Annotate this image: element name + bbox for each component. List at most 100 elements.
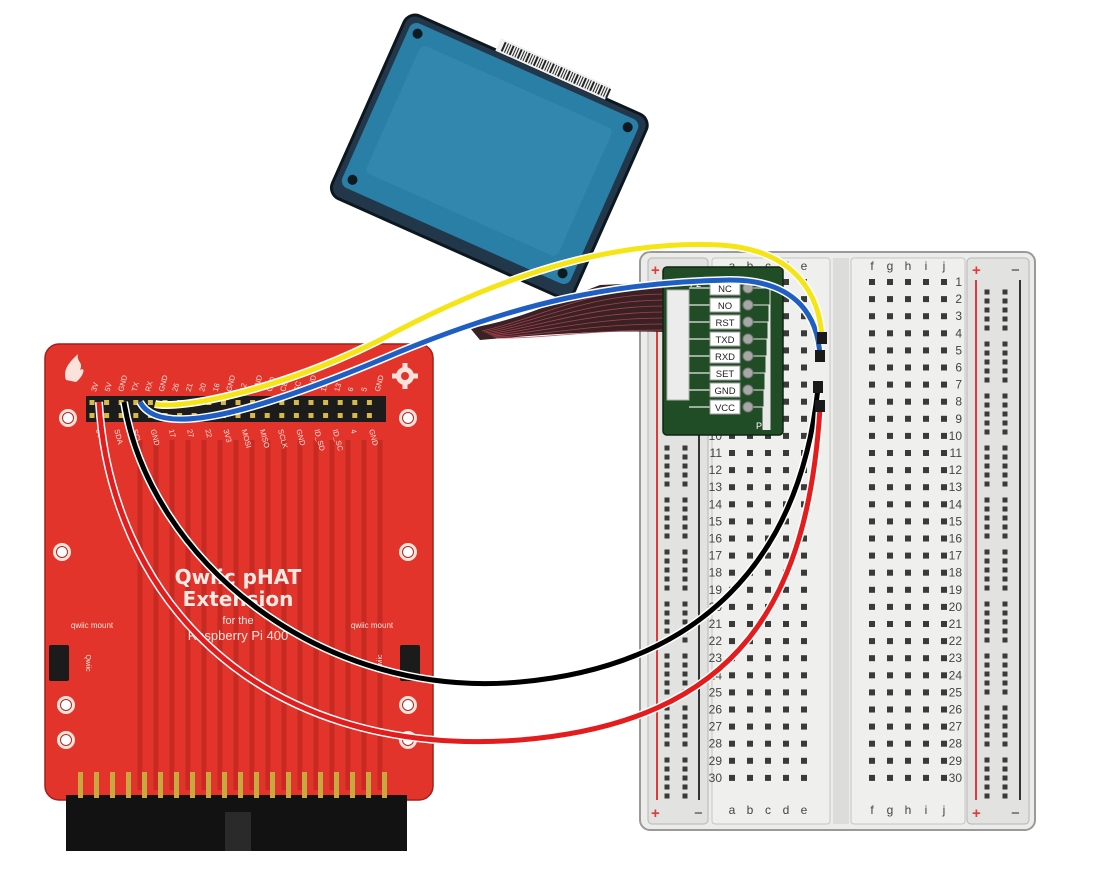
rail-hole[interactable] (984, 429, 990, 435)
breadboard-hole[interactable] (801, 586, 807, 593)
breadboard-hole[interactable] (887, 484, 893, 491)
rail-hole[interactable] (1002, 445, 1008, 451)
breadboard-hole[interactable] (801, 774, 807, 781)
breakout-pin-pad[interactable] (742, 299, 754, 311)
rail-hole[interactable] (664, 576, 670, 582)
breadboard-hole[interactable] (941, 672, 947, 679)
breadboard-hole[interactable] (941, 689, 947, 696)
breadboard-hole[interactable] (729, 757, 735, 764)
rail-hole[interactable] (664, 481, 670, 487)
rail-hole[interactable] (984, 741, 990, 747)
rail-hole[interactable] (682, 481, 688, 487)
rail-hole[interactable] (664, 585, 670, 591)
rail-hole[interactable] (984, 368, 990, 374)
breadboard-hole[interactable] (801, 364, 807, 371)
rail-hole[interactable] (664, 714, 670, 720)
breadboard-hole[interactable] (869, 484, 875, 491)
breadboard-hole[interactable] (783, 330, 789, 337)
breadboard-hole[interactable] (729, 621, 735, 627)
rail-hole[interactable] (984, 350, 990, 356)
header-pin[interactable] (133, 413, 139, 418)
rail-hole[interactable] (984, 316, 990, 322)
rail-hole[interactable] (664, 515, 670, 521)
breadboard-hole[interactable] (905, 484, 911, 491)
breadboard-hole[interactable] (869, 655, 875, 662)
breadboard-hole[interactable] (783, 621, 789, 627)
breadboard-hole[interactable] (905, 432, 911, 439)
breadboard-hole[interactable] (905, 621, 911, 627)
rail-hole[interactable] (682, 472, 688, 478)
rail-hole[interactable] (984, 723, 990, 729)
rail-hole[interactable] (984, 714, 990, 720)
breadboard-hole[interactable] (747, 450, 753, 456)
rail-hole[interactable] (1002, 420, 1008, 426)
rail-hole[interactable] (664, 741, 670, 747)
breadboard-hole[interactable] (747, 774, 753, 781)
rail-hole[interactable] (664, 775, 670, 781)
breadboard-hole[interactable] (869, 450, 875, 456)
breadboard-hole[interactable] (905, 450, 911, 456)
header-pin[interactable] (220, 400, 226, 405)
breakout-pin-pad[interactable] (742, 316, 754, 328)
breadboard-hole[interactable] (747, 621, 753, 627)
header-pin[interactable] (104, 413, 110, 418)
breadboard-hole[interactable] (869, 313, 875, 320)
breadboard-hole[interactable] (887, 296, 893, 303)
rail-hole[interactable] (1002, 601, 1008, 607)
rail-hole[interactable] (984, 567, 990, 573)
breadboard-hole[interactable] (783, 518, 789, 525)
breadboard-hole[interactable] (869, 740, 875, 747)
breadboard-hole[interactable] (941, 655, 947, 662)
rail-hole[interactable] (1002, 393, 1008, 399)
breadboard-hole[interactable] (765, 638, 771, 645)
rail-hole[interactable] (984, 289, 990, 295)
breadboard-hole[interactable] (747, 723, 753, 730)
breadboard-hole[interactable] (923, 586, 929, 593)
breadboard-hole[interactable] (747, 603, 753, 610)
rail-hole[interactable] (984, 506, 990, 512)
breadboard-hole[interactable] (783, 757, 789, 764)
breadboard-hole[interactable] (783, 364, 789, 371)
breadboard-hole[interactable] (923, 672, 929, 679)
rail-hole[interactable] (1002, 411, 1008, 417)
rail-hole[interactable] (1002, 506, 1008, 512)
breadboard-hole[interactable] (887, 774, 893, 781)
rail-hole[interactable] (1002, 307, 1008, 313)
wire-yellow[interactable] (154, 242, 825, 408)
rail-hole[interactable] (1002, 316, 1008, 322)
header-pin[interactable] (366, 413, 372, 418)
rail-hole[interactable] (1002, 497, 1008, 503)
rail-hole[interactable] (682, 463, 688, 469)
breadboard-hole[interactable] (729, 518, 735, 525)
breadboard-hole[interactable] (765, 740, 771, 747)
rail-hole[interactable] (664, 784, 670, 790)
rail-hole[interactable] (664, 472, 670, 478)
breakout-pin-pad[interactable] (742, 384, 754, 396)
breadboard-hole[interactable] (887, 518, 893, 525)
rail-hole[interactable] (664, 549, 670, 555)
breadboard-hole[interactable] (941, 432, 947, 439)
breadboard-hole[interactable] (801, 672, 807, 679)
breadboard-hole[interactable] (801, 313, 807, 320)
rail-hole[interactable] (1002, 481, 1008, 487)
breadboard-hole[interactable] (729, 484, 735, 491)
rail-hole[interactable] (664, 757, 670, 763)
rail-hole[interactable] (682, 497, 688, 503)
rail-hole[interactable] (984, 515, 990, 521)
breadboard-hole[interactable] (869, 638, 875, 645)
breadboard-hole[interactable] (941, 603, 947, 610)
breadboard-hole[interactable] (765, 655, 771, 662)
breadboard-hole[interactable] (783, 535, 789, 542)
breadboard-hole[interactable] (783, 552, 789, 559)
rail-hole[interactable] (664, 680, 670, 686)
wire-blue[interactable] (137, 277, 823, 422)
rail-hole[interactable] (664, 689, 670, 695)
breadboard-hole[interactable] (801, 706, 807, 713)
header-pin[interactable] (133, 400, 139, 405)
breadboard-hole[interactable] (905, 655, 911, 662)
rail-hole[interactable] (1002, 714, 1008, 720)
rail-hole[interactable] (984, 533, 990, 539)
breadboard-hole[interactable] (783, 603, 789, 610)
breadboard-hole[interactable] (747, 689, 753, 696)
breadboard-hole[interactable] (801, 296, 807, 303)
